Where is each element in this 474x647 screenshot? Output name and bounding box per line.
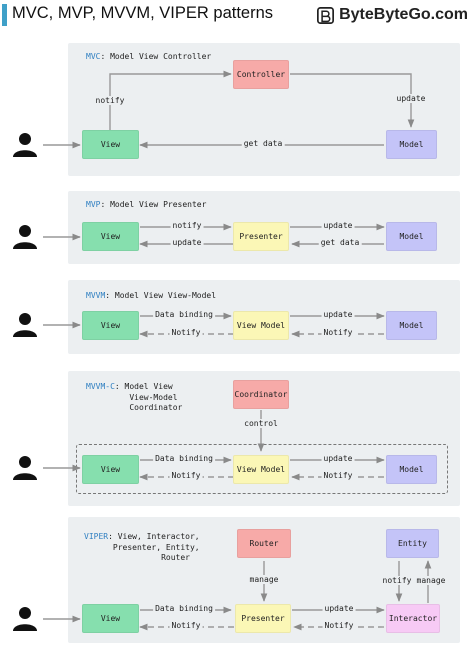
person-icon bbox=[13, 456, 37, 480]
bytebytego-logo-icon bbox=[317, 6, 335, 24]
mvvmc-abbr: MVVM-C bbox=[86, 382, 115, 391]
page-title: MVC, MVP, MVVM, VIPER patterns bbox=[12, 4, 274, 22]
mvc-desc: : Model View Controller bbox=[100, 52, 212, 61]
mvvm-abbr: MVVM bbox=[86, 291, 106, 300]
mvc-model-box: Model bbox=[386, 130, 437, 159]
person-icon bbox=[13, 225, 37, 249]
viper-desc: : View, Interactor, Presenter, Entity, R… bbox=[108, 532, 200, 562]
viper-entity-box: Entity bbox=[386, 529, 439, 558]
viper-presenter-box: Presenter bbox=[235, 604, 291, 633]
mvp-view-box: View bbox=[82, 222, 139, 251]
viper-manage-entity-label: manage bbox=[414, 576, 448, 585]
mvvm-data-binding-label: Data binding bbox=[153, 310, 215, 319]
mvvm-viewmodel-box: View Model bbox=[233, 311, 289, 340]
person-icon bbox=[13, 313, 37, 337]
viper-manage-router-label: manage bbox=[247, 575, 281, 584]
brand: ByteByteGo.com bbox=[317, 4, 468, 26]
mvvmc-coordinator-box: Coordinator bbox=[233, 380, 289, 409]
mvp-presenter-box: Presenter bbox=[233, 222, 289, 251]
mvvm-panel-title: MVVM: Model View View-Model bbox=[86, 291, 216, 302]
mvvmc-desc: : Model View View-Model Coordinator bbox=[114, 382, 183, 412]
mvp-desc: : Model View Presenter bbox=[100, 200, 207, 209]
mvvmc-control-label: control bbox=[242, 419, 280, 428]
viper-router-box: Router bbox=[237, 529, 291, 558]
mvc-update-label: update bbox=[394, 94, 428, 103]
viper-notify-right-label: Notify bbox=[322, 621, 356, 630]
mvvm-update-label: update bbox=[321, 310, 355, 319]
mvvm-view-box: View bbox=[82, 311, 139, 340]
viper-update-label: update bbox=[322, 604, 356, 613]
person-icon bbox=[13, 133, 37, 157]
mvvm-model-box: Model bbox=[386, 311, 437, 340]
mvvmc-panel-title: MVVM-C: Model View View-Model Coordinato… bbox=[86, 382, 182, 414]
mvp-panel-title: MVP: Model View Presenter bbox=[86, 200, 206, 211]
mvc-view-box: View bbox=[82, 130, 139, 159]
mvp-model-box: Model bbox=[386, 222, 437, 251]
header: MVC, MVP, MVVM, VIPER patterns ByteByteG… bbox=[0, 0, 474, 33]
viper-data-binding-label: Data binding bbox=[153, 604, 215, 613]
person-icon bbox=[13, 607, 37, 631]
mvp-abbr: MVP bbox=[86, 200, 101, 209]
mvp-update-left-label: update bbox=[170, 238, 204, 247]
mvp-get-data-label: get data bbox=[318, 238, 362, 247]
mvvmc-model-box: Model bbox=[386, 455, 437, 484]
brand-name: ByteByteGo.com bbox=[339, 6, 468, 23]
mvvmc-notify-right-label: Notify bbox=[321, 471, 355, 480]
mvp-notify-label: notify bbox=[170, 221, 204, 230]
mvc-get-data-label: get data bbox=[241, 139, 285, 148]
mvc-notify-label: notify bbox=[93, 96, 127, 105]
mvvm-notify-left-label: Notify bbox=[169, 328, 203, 337]
mvvm-desc: : Model View View-Model bbox=[105, 291, 217, 300]
mvvm-notify-right-label: Notify bbox=[321, 328, 355, 337]
viper-notify-left-label: Notify bbox=[169, 621, 203, 630]
mvvmc-data-binding-label: Data binding bbox=[153, 454, 215, 463]
mvc-abbr: MVC bbox=[86, 52, 101, 61]
mvvmc-view-box: View bbox=[82, 455, 139, 484]
viper-panel-title: VIPER: View, Interactor, Presenter, Enti… bbox=[84, 532, 200, 564]
mvvmc-update-label: update bbox=[321, 454, 355, 463]
viper-view-box: View bbox=[82, 604, 139, 633]
header-accent-bar bbox=[2, 4, 7, 26]
viper-notify-entity-label: notify bbox=[380, 576, 414, 585]
mvc-controller-box: Controller bbox=[233, 60, 289, 89]
mvc-panel-title: MVC: Model View Controller bbox=[86, 52, 211, 63]
mvvmc-viewmodel-box: View Model bbox=[233, 455, 289, 484]
mvvmc-notify-left-label: Notify bbox=[169, 471, 203, 480]
viper-interactor-box: Interactor bbox=[386, 604, 440, 633]
viper-abbr: VIPER bbox=[84, 532, 109, 541]
mvp-update-right-label: update bbox=[321, 221, 355, 230]
